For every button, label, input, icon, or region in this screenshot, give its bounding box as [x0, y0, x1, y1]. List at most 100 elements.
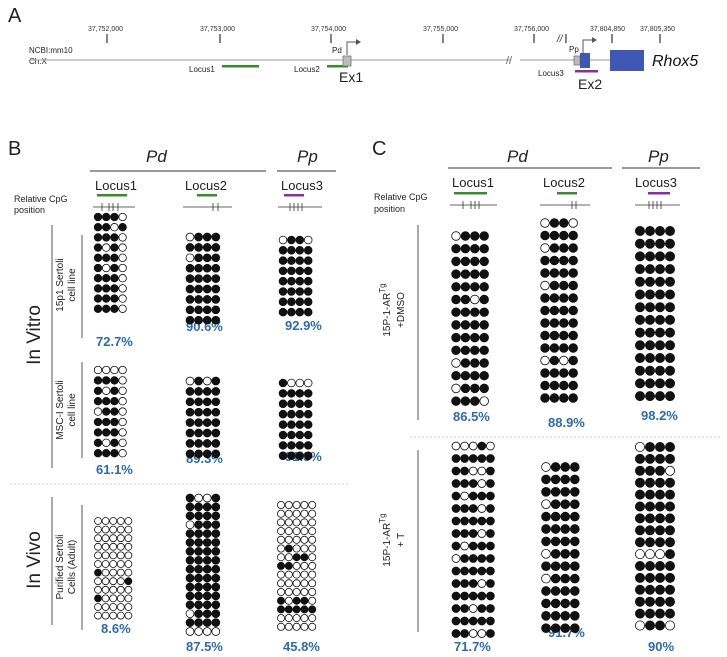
b-header-pd: Pd — [146, 147, 167, 166]
methylated-cpg-dot — [194, 439, 203, 448]
row-msc-label-1: MSC-I Sertoli — [55, 380, 66, 439]
b-pct-purified-locus3: 45.8% — [283, 639, 320, 654]
methylated-cpg-dot — [185, 582, 195, 592]
unmethylated-cpg-dot — [116, 603, 125, 611]
unmethylated-cpg-dot — [94, 560, 102, 568]
methylated-cpg-dot — [477, 591, 487, 601]
methylated-cpg-dot — [93, 304, 103, 313]
unmethylated-cpg-dot — [460, 491, 469, 501]
unmethylated-cpg-dot — [468, 604, 478, 613]
unmethylated-cpg-dot — [277, 544, 285, 553]
methylated-cpg-dot — [477, 566, 487, 576]
methylated-cpg-dot — [278, 266, 288, 276]
methylated-cpg-dot — [185, 315, 195, 325]
methylated-cpg-dot — [479, 243, 489, 254]
methylated-cpg-dot — [635, 513, 646, 524]
c-cpg-map-locus2 — [540, 201, 590, 209]
unmethylated-cpg-dot — [101, 517, 110, 525]
methylated-cpg-dot — [194, 511, 203, 521]
methylated-cpg-dot — [460, 370, 471, 381]
methylated-cpg-dot — [287, 451, 296, 461]
methylated-cpg-dot — [287, 246, 296, 255]
methylated-cpg-dot — [211, 295, 221, 304]
methylated-cpg-dot — [540, 255, 550, 266]
methylated-cpg-dot — [550, 486, 561, 497]
unmethylated-cpg-dot — [94, 525, 102, 534]
methylated-cpg-dot — [93, 212, 103, 222]
unmethylated-cpg-dot — [124, 560, 133, 568]
methylated-cpg-dot — [645, 572, 656, 583]
panel-label-a: A — [8, 5, 22, 27]
methylated-cpg-dot — [185, 274, 195, 283]
methylated-cpg-dot — [110, 304, 119, 313]
methylated-cpg-dot — [451, 529, 461, 538]
methylated-cpg-dot — [569, 586, 580, 596]
methylated-cpg-dot — [278, 430, 288, 440]
methylated-cpg-dot — [486, 454, 495, 463]
unmethylated-cpg-dot — [541, 499, 551, 510]
methylated-cpg-dot — [477, 604, 487, 613]
methylated-cpg-dot — [470, 396, 480, 406]
methylated-cpg-dot — [110, 449, 119, 458]
methylated-cpg-dot — [635, 561, 646, 572]
methylated-cpg-dot — [202, 295, 212, 304]
unmethylated-cpg-dot — [284, 553, 293, 562]
panel-label-b: B — [8, 138, 21, 160]
unmethylated-cpg-dot — [124, 542, 133, 551]
methylated-cpg-dot — [486, 466, 495, 476]
methylated-cpg-dot — [635, 378, 646, 389]
methylated-cpg-dot — [110, 212, 119, 222]
unmethylated-cpg-dot — [211, 627, 221, 636]
methylated-cpg-dot — [202, 418, 212, 427]
methylated-cpg-dot — [549, 280, 560, 291]
c-cpg-map-locus3 — [635, 201, 680, 209]
methylated-cpg-dot — [194, 407, 203, 417]
methylated-cpg-dot — [486, 616, 495, 626]
methylated-cpg-dot — [202, 284, 212, 294]
unmethylated-cpg-dot — [665, 465, 676, 476]
unmethylated-cpg-dot — [284, 501, 293, 509]
unmethylated-cpg-dot — [300, 501, 309, 509]
methylated-cpg-dot — [665, 365, 676, 376]
unmethylated-cpg-dot — [568, 218, 578, 228]
unmethylated-cpg-dot — [300, 579, 309, 588]
methylated-cpg-dot — [655, 572, 666, 583]
reference-label-2: Ch:X — [29, 57, 47, 66]
methylated-cpg-dot — [211, 609, 221, 619]
methylated-cpg-dot — [541, 598, 551, 609]
methylated-cpg-dot — [569, 548, 580, 559]
methylated-cpg-dot — [560, 598, 571, 609]
methylated-cpg-dot — [486, 529, 495, 538]
methylated-cpg-dot — [540, 268, 550, 278]
methylated-cpg-dot — [568, 243, 578, 253]
b-cpg-label-2: position — [14, 205, 45, 215]
methylated-cpg-dot — [470, 332, 480, 343]
methylated-cpg-dot — [486, 566, 495, 576]
methylated-cpg-dot — [460, 566, 469, 576]
methylated-cpg-dot — [460, 269, 471, 279]
methylated-cpg-dot — [486, 504, 495, 513]
methylated-cpg-dot — [194, 582, 203, 592]
unmethylated-cpg-dot — [308, 553, 317, 562]
methylated-cpg-dot — [655, 620, 666, 631]
unmethylated-cpg-dot — [118, 263, 127, 273]
methylated-cpg-dot — [479, 358, 489, 368]
methylated-cpg-dot — [303, 276, 313, 286]
unmethylated-cpg-dot — [292, 518, 301, 527]
unmethylated-cpg-dot — [124, 568, 133, 577]
methylated-cpg-dot — [102, 284, 111, 293]
methylated-cpg-dot — [110, 243, 119, 252]
methylated-cpg-dot — [645, 340, 656, 351]
methylated-cpg-dot — [295, 389, 305, 398]
methylated-cpg-dot — [277, 605, 285, 614]
unmethylated-cpg-dot — [116, 551, 125, 560]
methylated-cpg-dot — [211, 520, 221, 530]
axis-break-mark: // — [556, 34, 564, 45]
row-dmso-label-sup: Tg — [378, 283, 387, 292]
methylated-cpg-dot — [468, 616, 478, 626]
methylated-cpg-dot — [211, 243, 221, 252]
methylated-cpg-dot — [295, 266, 305, 276]
methylated-cpg-dot — [549, 318, 560, 328]
methylated-cpg-dot — [278, 307, 288, 317]
unmethylated-cpg-dot — [292, 614, 301, 623]
